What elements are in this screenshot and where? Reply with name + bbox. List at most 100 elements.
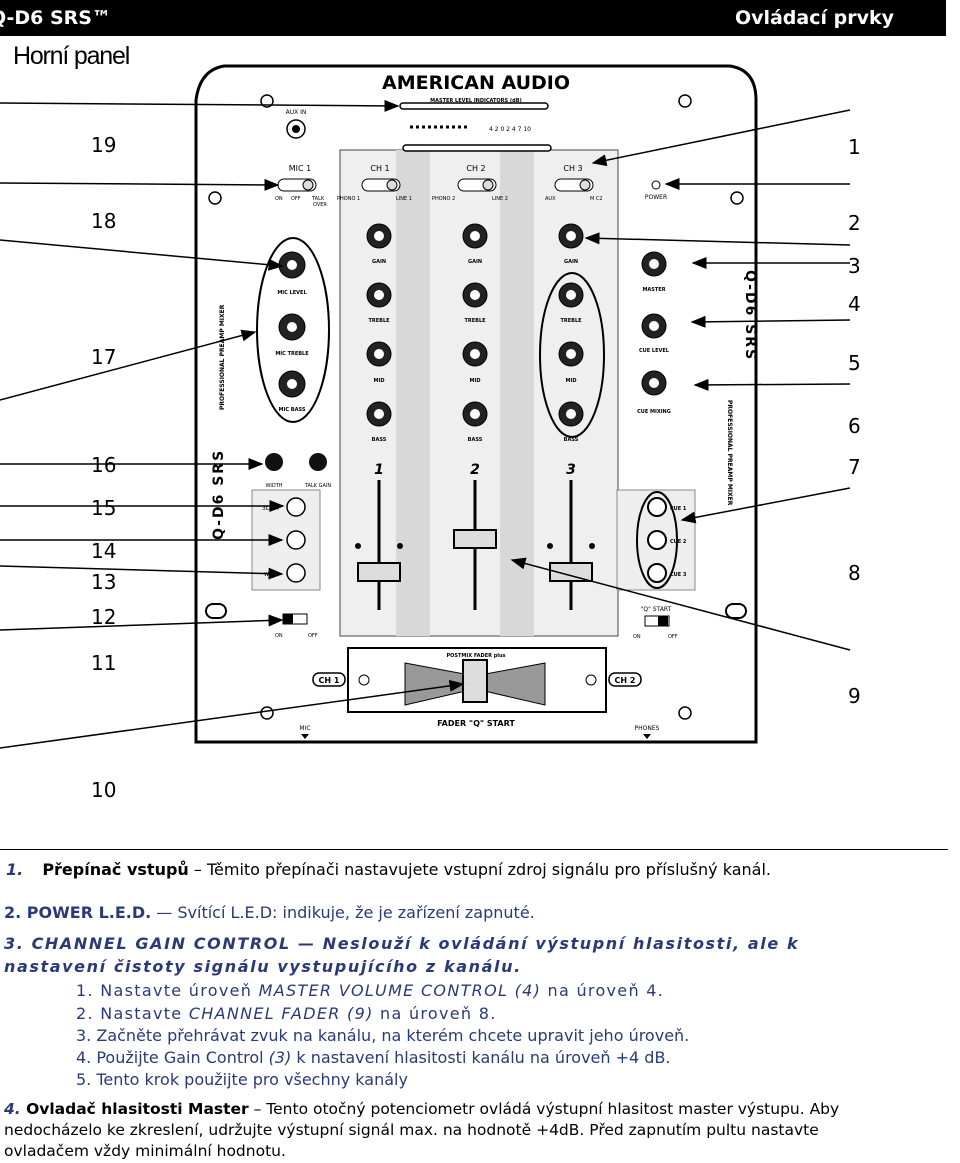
callout-9: 9 xyxy=(848,684,861,708)
gain-label-2: GAIN xyxy=(468,259,482,265)
item-1-title: Přepínač vstupů xyxy=(42,860,189,879)
left-on-label: ON xyxy=(275,633,283,639)
aux-in-label: AUX IN xyxy=(286,109,307,116)
meter-title: MASTER LEVEL INDICATORS (dB) xyxy=(430,98,522,104)
step-4: 4. Použijte Gain Control (3) k nastavení… xyxy=(76,1048,671,1067)
item-4-line-3: ovladačem vždy minimální hodnotu. xyxy=(4,1142,286,1160)
header-section: Ovládací prvky xyxy=(734,7,894,29)
callout-2: 2 xyxy=(848,211,861,235)
item-2: 2. POWER L.E.D. — Svítící L.E.D: indikuj… xyxy=(4,903,535,922)
mic1-label: MIC 1 xyxy=(289,164,311,173)
phones-label: PHONES xyxy=(635,725,660,732)
callout-13: 13 xyxy=(91,570,117,594)
gain-label-1: GAIN xyxy=(372,259,386,265)
aux-sel-label: AUX xyxy=(545,196,556,202)
crossfader-label: POSTMIX FADER plus xyxy=(446,653,505,659)
step-2-post: na úroveň 8. xyxy=(373,1004,497,1023)
mid-label-2: MID xyxy=(470,378,481,384)
treble-label-2: TREBLE xyxy=(464,318,486,324)
item-2-text: — Svítící L.E.D: indikuje, že je zařízen… xyxy=(151,903,535,922)
fader-q-start-label: FADER "Q" START xyxy=(437,719,515,728)
item-1-number: 1. xyxy=(6,860,24,879)
item-4-text: – Tento otočný potenciometr ovládá výstu… xyxy=(248,1100,840,1118)
item-1-text: – Těmito přepínači nastavujete vstupní z… xyxy=(188,860,771,879)
callout-14: 14 xyxy=(91,539,117,563)
phono2-label: PHONO 2 xyxy=(432,196,455,202)
mic-treble-label: MIC TREBLE xyxy=(275,351,309,357)
gain-label-3: GAIN xyxy=(564,259,578,265)
cue1-label: CUE 1 xyxy=(670,506,687,512)
ch2-label: CH 2 xyxy=(466,164,485,173)
callout-4: 4 xyxy=(848,292,861,316)
callout-8: 8 xyxy=(848,561,861,585)
step-2-em: CHANNEL FADER (9) xyxy=(188,1004,374,1023)
callout-7: 7 xyxy=(848,455,861,479)
ch-number-1: 1 xyxy=(374,462,384,478)
mic-talk-label: TALK xyxy=(311,196,325,202)
mic-bass-label: MIC BASS xyxy=(279,407,306,413)
talk-gain-label: TALK GAIN xyxy=(304,483,332,489)
callout-6: 6 xyxy=(848,414,861,438)
cue2-label: CUE 2 xyxy=(670,539,687,545)
item-1: 1. Přepínač vstupů – Těmito přepínači na… xyxy=(6,860,771,879)
mic-over-label: OVER xyxy=(313,202,327,208)
item-3-line-2: nastavení čistoty signálu vystupujícího … xyxy=(4,957,522,976)
top-panel-diagram: AMERICAN AUDIO MASTER LEVEL INDICATORS (… xyxy=(0,64,851,749)
right-q-start-label: "Q" START xyxy=(641,606,672,613)
step-2: 2. Nastavte CHANNEL FADER (9) na úroveň … xyxy=(76,1004,497,1023)
section-divider xyxy=(0,849,948,850)
right-vertical-logo: Q-D6 SRS xyxy=(742,270,758,361)
right-off-label: OFF xyxy=(668,634,678,640)
power-led xyxy=(651,180,661,190)
cue-level-label: CUE LEVEL xyxy=(639,348,670,354)
item-4-title: Ovladač hlasitosti Master xyxy=(26,1100,249,1118)
step-1: 1. Nastavte úroveň MASTER VOLUME CONTROL… xyxy=(76,981,664,1000)
width-label: WIDTH xyxy=(265,483,282,489)
channel-knobs xyxy=(366,223,584,427)
mid-label-3: MID xyxy=(566,378,577,384)
line1-label: LINE 1 xyxy=(396,196,412,202)
ch3-label: CH 3 xyxy=(563,164,582,173)
callout-lines xyxy=(0,99,851,749)
callout-18: 18 xyxy=(91,209,117,233)
callout-15: 15 xyxy=(91,496,117,520)
callout-10: 10 xyxy=(91,778,117,802)
cf-ch2-label: CH 2 xyxy=(615,676,636,685)
callout-5: 5 xyxy=(848,351,861,375)
left-vertical-sub: PROFESSIONAL PREAMP MIXER xyxy=(219,304,226,410)
ch-number-3: 3 xyxy=(566,462,576,478)
step-4-pre: 4. Použijte Gain Control xyxy=(76,1048,269,1067)
cue3-label: CUE 3 xyxy=(670,572,687,578)
left-vertical-logo: Q-D6 SRS xyxy=(211,449,227,540)
step-1-em: MASTER VOLUME CONTROL (4) xyxy=(258,981,542,1000)
channel-faders xyxy=(355,480,595,610)
mid-label-1: MID xyxy=(374,378,385,384)
step-4-em: (3) xyxy=(268,1048,292,1067)
callout-1: 1 xyxy=(848,135,861,159)
power-label: POWER xyxy=(645,194,667,201)
bass-label-1: BASS xyxy=(372,437,387,443)
step-2-pre: 2. Nastavte xyxy=(76,1004,189,1023)
master-label: MASTER xyxy=(642,287,665,293)
item-4-number: 4. xyxy=(4,1100,27,1118)
page-subtitle: Horní panel xyxy=(13,42,130,70)
input-switches: MIC 1 CH 1 CH 2 CH 3 ON OFF TALK OVER PH… xyxy=(275,164,603,208)
bass-label-2: BASS xyxy=(468,437,483,443)
callout-11: 11 xyxy=(91,651,117,675)
ch1-label: CH 1 xyxy=(370,164,389,173)
callout-12: 12 xyxy=(91,605,117,629)
item-2-title: 2. POWER L.E.D. xyxy=(4,903,152,922)
step-1-pre: 1. Nastavte úroveň xyxy=(76,981,259,1000)
bass-label-3: BASS xyxy=(564,437,579,443)
callout-16: 16 xyxy=(91,453,117,477)
ch-number-2: 2 xyxy=(470,462,480,478)
cf-ch1-label: CH 1 xyxy=(319,676,340,685)
page-header: Q-D6 SRS™ Ovládací prvky xyxy=(0,0,946,36)
mic2-label: M C2 xyxy=(590,196,603,202)
item-3-line-1: 3. CHANNEL GAIN CONTROL — Neslouží k ovl… xyxy=(4,934,800,953)
phono1-label: PHONO 1 xyxy=(337,196,360,202)
header-model: Q-D6 SRS™ xyxy=(0,7,111,29)
treble-label-1: TREBLE xyxy=(368,318,390,324)
treble-label-3: TREBLE xyxy=(560,318,582,324)
mic-off-label: OFF xyxy=(291,196,301,202)
